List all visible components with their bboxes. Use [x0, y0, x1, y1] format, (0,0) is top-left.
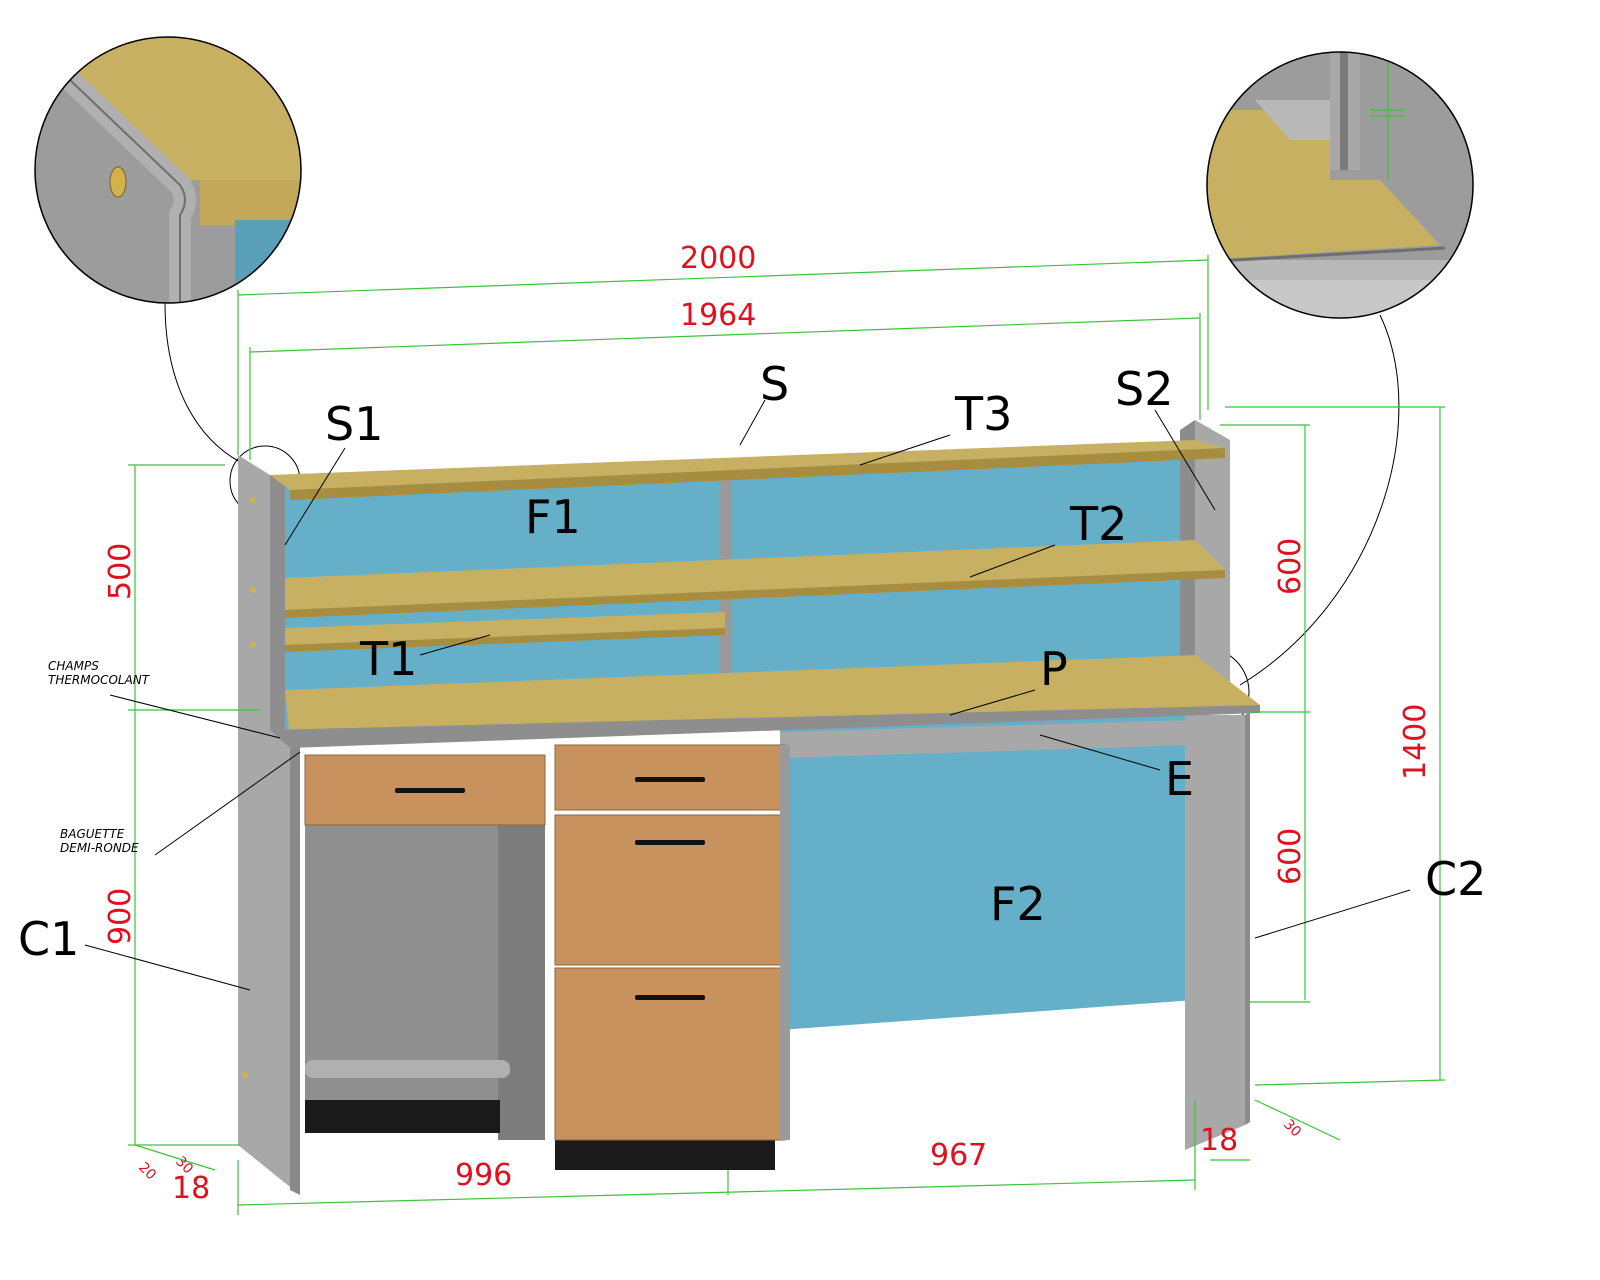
- label-c2: C2: [1425, 852, 1486, 906]
- label-p: P: [1040, 642, 1068, 696]
- label-t1: T1: [359, 632, 417, 686]
- label-f2: F2: [990, 877, 1046, 931]
- shelf-t3: [270, 440, 1225, 490]
- dim-left-section: 996: [455, 1158, 512, 1193]
- dim-left-thickness: 18: [172, 1171, 210, 1206]
- label-e: E: [1165, 752, 1194, 806]
- detail-zoom-right: [1206, 51, 1474, 319]
- label-f1: F1: [525, 490, 581, 544]
- drawer-handle: [635, 995, 705, 1000]
- dim-total-height: 1400: [1398, 704, 1433, 780]
- detail-zoom-left: [34, 36, 302, 304]
- part-labels: S S1 S2 T3 T2 T1 F1 F2 P E C1 C2: [18, 357, 1486, 966]
- label-t2: T2: [1069, 497, 1127, 551]
- note-champs-1: CHAMPS: [48, 659, 99, 673]
- label-s2: S2: [1115, 362, 1173, 416]
- dim-width-inner: 1964: [680, 298, 756, 333]
- note-baguette-1: BAGUETTE: [60, 827, 125, 841]
- dim-upper-height-left: 500: [103, 543, 138, 600]
- dimension-values: 2000 1964 500 900 600 600 1400 18 18 996…: [103, 241, 1433, 1206]
- side-s2: [1195, 420, 1230, 690]
- dim-lower-height-right: 600: [1273, 828, 1308, 885]
- zoom-left-leader: [164, 302, 241, 463]
- drawer-top: [554, 744, 786, 811]
- dim-right-thickness: 18: [1200, 1123, 1238, 1158]
- note-champs-2: THERMOCOLANT: [48, 673, 151, 687]
- desktop-p: [285, 655, 1260, 740]
- dim-lower-height-left: 900: [103, 888, 138, 945]
- note-baguette-2: DEMI-RONDE: [60, 841, 139, 855]
- dim-right-section: 967: [930, 1138, 987, 1173]
- drawer-handle: [635, 840, 705, 845]
- dim-depth-right: 30: [1280, 1117, 1304, 1141]
- shelf-t2: [285, 540, 1225, 610]
- apron-e: [780, 720, 1195, 758]
- dimension-lines: [128, 255, 1446, 1215]
- label-s1: S1: [325, 397, 383, 451]
- dim-depth-left-a: 20: [135, 1160, 159, 1184]
- side-c2: [1185, 715, 1245, 1150]
- annotations: CHAMPS THERMOCOLANT BAGUETTE DEMI-RONDE: [48, 659, 151, 855]
- dim-upper-height-right: 600: [1273, 538, 1308, 595]
- drawer-handle: [395, 788, 465, 793]
- zoom-right-leader: [1239, 314, 1400, 686]
- label-s: S: [760, 357, 789, 411]
- drawer-middle: [554, 814, 786, 966]
- label-c1: C1: [18, 912, 79, 966]
- knee-space: [305, 820, 505, 1130]
- desk-model: [238, 420, 1260, 1195]
- label-leaders: [84, 399, 1411, 991]
- drawer-handle: [635, 777, 705, 782]
- label-t3: T3: [954, 387, 1012, 441]
- back-panel-f2: [780, 730, 1195, 1030]
- side-c1: [238, 455, 300, 1195]
- dim-width-total: 2000: [680, 241, 756, 276]
- shelf-t1: [285, 612, 725, 645]
- drawer-bottom: [554, 967, 786, 1141]
